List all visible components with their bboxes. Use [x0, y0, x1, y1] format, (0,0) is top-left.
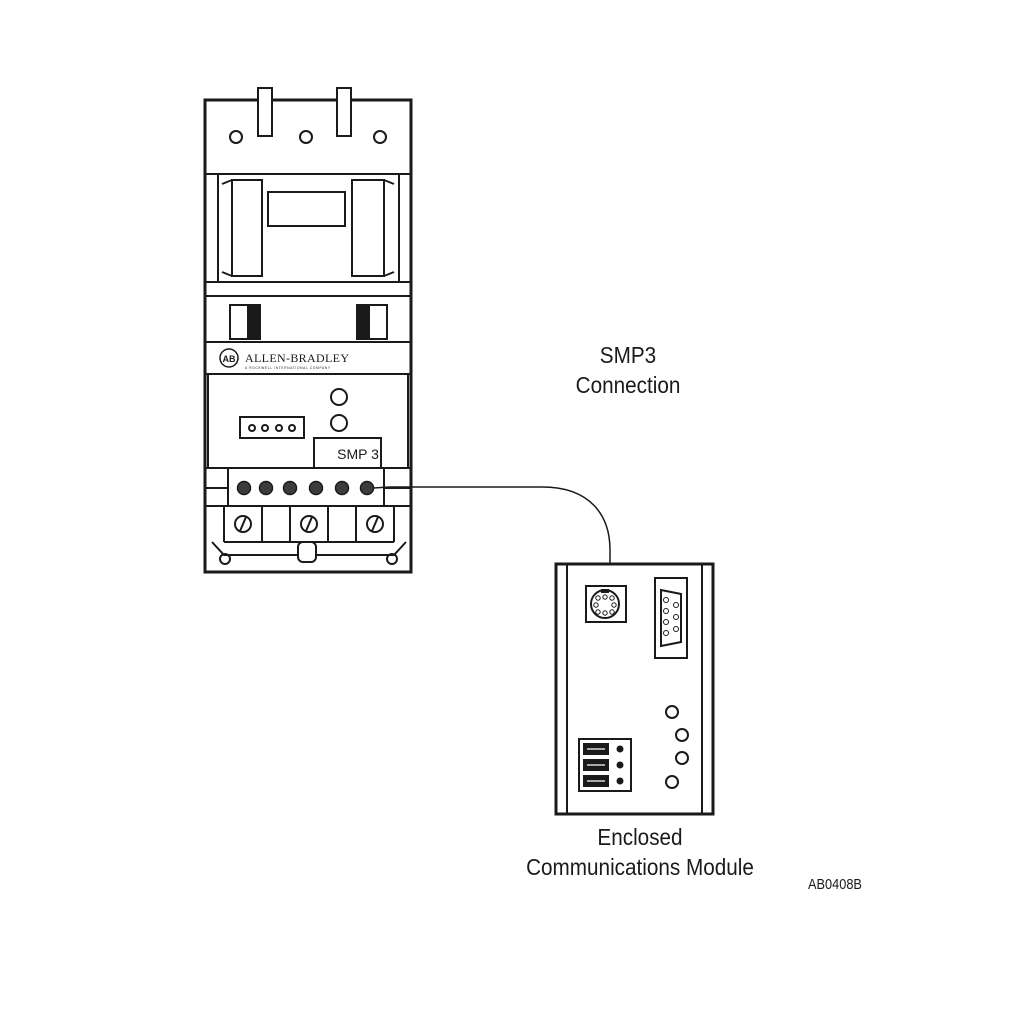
- mounting-hole: [386, 553, 398, 565]
- mounting-hole: [373, 130, 387, 144]
- connection-label-line2: Connection: [575, 372, 681, 398]
- smp3-terminal: [236, 480, 252, 496]
- mounting-clip-left: [257, 87, 273, 137]
- smp3-connection-label: SMP3 Connection: [556, 340, 700, 400]
- figure-code: AB0408B: [797, 876, 874, 893]
- smp3-port-label: SMP 3: [337, 446, 379, 462]
- module-label-line1: Enclosed: [597, 824, 683, 850]
- status-led: [675, 728, 689, 742]
- mounting-hole: [299, 130, 313, 144]
- mounting-clip-right: [336, 87, 352, 137]
- terminal-screw-icon: [234, 515, 252, 533]
- brand-name: ALLEN-BRADLEY: [245, 351, 349, 365]
- smp3-cable: [372, 486, 611, 588]
- status-led: [330, 388, 348, 406]
- status-led: [665, 775, 679, 789]
- smp3-terminal: [308, 480, 324, 496]
- module-label-line2: Communications Module: [526, 854, 754, 880]
- connection-label-line1: SMP3: [599, 342, 657, 368]
- module-label: Enclosed Communications Module: [505, 822, 775, 882]
- smp3-terminal: [282, 480, 298, 496]
- dip-connector: [239, 416, 305, 439]
- ab-logo-icon: [219, 348, 239, 368]
- power-terminal-block: [578, 738, 632, 792]
- status-led: [665, 705, 679, 719]
- svg-text:AB: AB: [223, 354, 236, 364]
- status-led: [675, 751, 689, 765]
- brand-tagline: A ROCKWELL INTERNATIONAL COMPANY: [245, 366, 331, 370]
- smp3-terminal: [334, 480, 350, 496]
- db9-serial-port: [654, 577, 688, 659]
- display-window: [267, 191, 346, 227]
- enclosed-communications-module: [554, 562, 715, 816]
- mounting-hole: [219, 553, 231, 565]
- smp3-port-label-box: [313, 437, 382, 469]
- mounting-hole: [229, 130, 243, 144]
- figure-code-text: AB0408B: [808, 876, 862, 893]
- terminal-screw-icon: [300, 515, 318, 533]
- smp3-terminal: [258, 480, 274, 496]
- mini-din-port: [585, 585, 627, 623]
- smp3-terminal: [359, 480, 375, 496]
- terminal-screw-icon: [366, 515, 384, 533]
- status-led: [330, 414, 348, 432]
- smp3-overload-relay: AB ALLEN-BRADLEY A ROCKWELL INTERNATIONA…: [203, 87, 413, 574]
